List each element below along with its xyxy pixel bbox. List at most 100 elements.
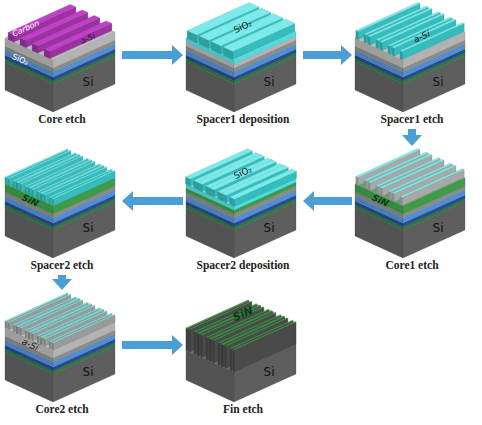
- layer-face: [222, 344, 223, 366]
- layer-face: [225, 346, 226, 368]
- layer-face: [392, 193, 394, 202]
- arrow-head: [122, 191, 133, 211]
- process-arrow: [52, 275, 72, 290]
- layer-face: [402, 170, 464, 206]
- arrow-shaft: [58, 275, 66, 279]
- layer-face: [230, 348, 231, 370]
- layer-face: [13, 325, 14, 332]
- layer-face: [209, 339, 210, 361]
- arrow-head: [402, 135, 422, 146]
- material-label: Si: [83, 222, 94, 234]
- layer-face: [37, 192, 38, 199]
- layer-face: [52, 343, 53, 350]
- layer-face: [17, 182, 18, 189]
- layer-face: [29, 332, 30, 339]
- step-caption: Spacer1 deposition: [173, 113, 313, 125]
- process-step: SiNSiCore1 etch: [352, 146, 472, 275]
- layer-face: [52, 199, 53, 206]
- layer-face: [376, 40, 378, 49]
- layer-face: [44, 21, 112, 52]
- layer-face: [221, 344, 222, 366]
- step-caption: Fin etch: [173, 403, 313, 415]
- layer-face: [364, 180, 366, 189]
- layer-face: [32, 333, 33, 340]
- wafer-stack: [2, 146, 122, 258]
- layer-face: [380, 187, 382, 196]
- process-arrow: [303, 191, 352, 211]
- layer-face: [37, 336, 38, 343]
- arrow-head: [172, 45, 183, 65]
- step-caption: Spacer2 deposition: [173, 259, 313, 271]
- arrow-head: [172, 335, 183, 355]
- step-caption: Core2 etch: [0, 403, 132, 415]
- layer-face: [233, 322, 296, 350]
- material-label: Si: [264, 366, 275, 378]
- process-step: SiO₂SiSpacer2 deposition: [183, 146, 303, 275]
- layer-face: [8, 322, 9, 329]
- layer-face: [402, 24, 464, 60]
- layer-face: [400, 23, 464, 52]
- layer-face: [198, 333, 199, 355]
- layer-face: [13, 181, 14, 188]
- layer-face: [16, 326, 17, 333]
- wafer-stack: [352, 0, 472, 112]
- layer-face: [388, 191, 390, 200]
- layer-face: [356, 30, 358, 39]
- layer-face: [52, 171, 115, 199]
- material-label: Si: [83, 366, 94, 378]
- layer-face: [41, 193, 42, 200]
- layer-face: [44, 339, 45, 346]
- process-step: a-SiSiSpacer1 etch: [352, 0, 472, 129]
- layer-face: [197, 333, 198, 355]
- step-caption: Spacer2 etch: [0, 259, 132, 271]
- layer-face: [49, 197, 50, 204]
- layer-face: [400, 169, 464, 198]
- arrow-shaft: [122, 51, 172, 59]
- layer-face: [376, 186, 378, 195]
- process-arrow: [303, 45, 352, 65]
- wafer-stack: [183, 0, 303, 112]
- process-arrow: [122, 45, 183, 65]
- arrow-shaft: [133, 197, 183, 205]
- layer-face: [44, 195, 45, 202]
- layer-face: [201, 335, 202, 357]
- arrow-shaft: [314, 197, 352, 205]
- step-caption: Core etch: [0, 113, 132, 125]
- layer-face: [400, 51, 402, 60]
- arrow-shaft: [408, 129, 416, 135]
- layer-face: [186, 328, 187, 350]
- material-label: Si: [264, 76, 275, 88]
- arrow-shaft: [303, 51, 341, 59]
- layer-face: [16, 182, 17, 189]
- process-arrow: [402, 129, 422, 146]
- layer-face: [194, 332, 195, 354]
- layer-face: [52, 315, 115, 343]
- layer-face: [25, 330, 26, 337]
- material-label: Si: [433, 76, 444, 88]
- process-step: SiNSiFin etch: [183, 290, 303, 419]
- layer-face: [213, 340, 214, 362]
- process-step: SiNSiSpacer2 etch: [2, 146, 122, 275]
- step-caption: Spacer1 etch: [342, 113, 482, 125]
- process-step: Carbona-SiSiO₂SiCore etch: [2, 0, 122, 129]
- material-label: Si: [264, 222, 275, 234]
- layer-face: [206, 337, 207, 359]
- layer-face: [25, 186, 26, 193]
- layer-face: [400, 197, 402, 206]
- layer-face: [364, 34, 366, 43]
- layer-face: [223, 19, 295, 51]
- layer-face: [29, 188, 30, 195]
- layer-face: [28, 188, 29, 195]
- layer-face: [233, 350, 234, 372]
- process-arrow: [122, 335, 183, 355]
- material-label: Si: [83, 76, 94, 88]
- layer-face: [380, 41, 382, 50]
- layer-face: [210, 339, 211, 361]
- arrow-head: [341, 45, 352, 65]
- layer-face: [53, 171, 115, 206]
- arrow-head: [303, 191, 314, 211]
- layer-face: [356, 176, 358, 185]
- arrow-shaft: [122, 341, 172, 349]
- wafer-stack: [352, 146, 472, 258]
